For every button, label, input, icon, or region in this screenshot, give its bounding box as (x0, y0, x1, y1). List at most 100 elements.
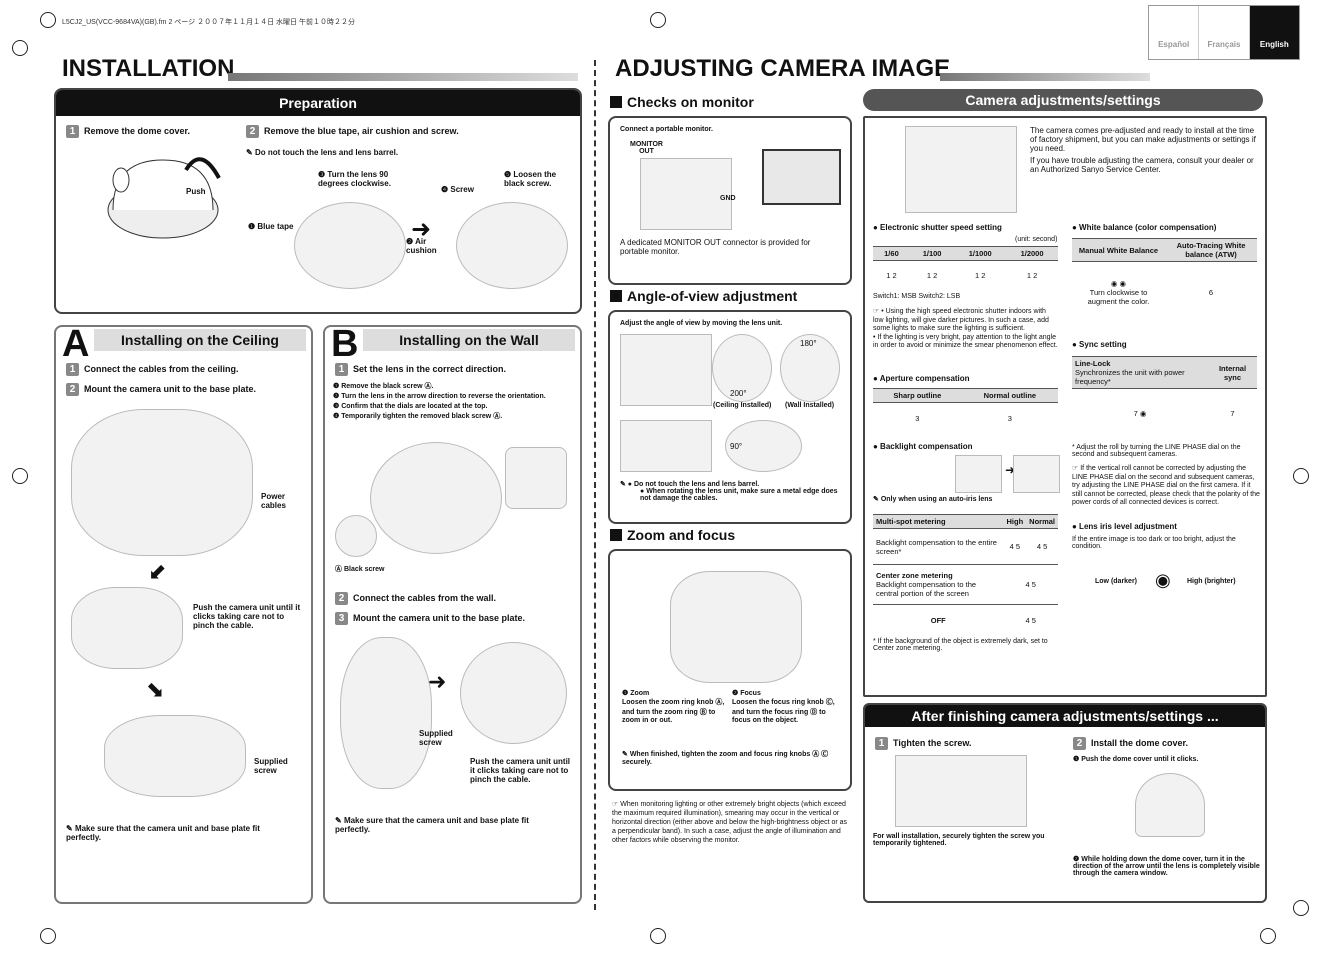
adjusting-title: ADJUSTING CAMERA IMAGE (615, 55, 951, 82)
hand-pointer-icon: ☞ (1072, 465, 1081, 472)
gnd-label: GND (720, 195, 736, 202)
wall-note: ✎ Make sure that the camera unit and bas… (335, 816, 529, 834)
angle-heading: Angle-of-view adjustment (610, 288, 797, 304)
dial-illustration (505, 447, 567, 509)
push-camera-illustration (71, 587, 183, 669)
air-cushion-label: ❷ Air cushion (406, 237, 437, 255)
wb-dial-icon: ◉ ◉ (1110, 279, 1127, 289)
dome-cover-illustration (1135, 773, 1205, 837)
tab-english[interactable]: English (1249, 6, 1299, 59)
crop-mark-icon (40, 928, 56, 944)
square-bullet-icon (610, 96, 622, 108)
wall-installed-label: (Wall Installed) (785, 402, 835, 409)
checks-desc: A dedicated MONITOR OUT connector is pro… (620, 238, 811, 256)
wall-substep: ❸ Confirm that the dials are located at … (333, 403, 488, 410)
iris-desc: If the entire image is too dark or too b… (1072, 536, 1236, 550)
hand-lens-illustration (620, 334, 712, 406)
wall-substep: ❹ Temporarily tighten the removed black … (333, 413, 503, 420)
angle-note: ✎ ● Do not touch the lens and lens barre… (620, 481, 760, 488)
title-underline (940, 73, 1150, 81)
after-push: ❶ Push the dome cover until it clicks. (1073, 756, 1199, 763)
crop-mark-icon (40, 12, 56, 28)
iris-title: ● Lens iris level adjustment (1072, 522, 1177, 531)
tighten-screw-illustration (895, 755, 1027, 827)
blue-tape-label: ❶ Blue tape (248, 222, 294, 231)
shutter-unit: (unit: second) (1015, 236, 1058, 243)
hand-lens-illustration-2 (620, 420, 712, 472)
backlight-before-image (955, 455, 1002, 493)
monitor-illustration (762, 149, 841, 205)
switch-caption: Switch1: MSB Switch2: LSB (873, 293, 961, 300)
ceiling-installed-label: (Ceiling Installed) (713, 402, 772, 409)
connect-label: Connect a portable monitor. (620, 126, 713, 133)
shutter-title: ● Electronic shutter speed setting (873, 223, 1002, 232)
bright-note: ☞ When monitoring lighting or other extr… (612, 801, 848, 844)
square-bullet-icon (610, 290, 622, 302)
wall-substeps: ❶ Remove the black screw Ⓐ. ❷ Turn the l… (333, 382, 573, 422)
after-panel: After finishing camera adjustments/setti… (863, 703, 1267, 903)
iris-high: High (brighter) (1187, 578, 1236, 585)
backlight-footnote: * If the background of the object is ext… (873, 638, 1048, 652)
title-underline (228, 73, 578, 81)
dip-switch: 1 2 (1006, 260, 1058, 291)
crop-mark-icon (1293, 468, 1309, 484)
settings-panel: The camera comes pre-adjusted and ready … (863, 116, 1267, 697)
arrow-right-icon: ➜ (428, 669, 447, 694)
wall-plate-illustration (340, 637, 432, 789)
turn-lens-label: ❸ Turn the lens 90 degrees clockwise. (318, 170, 391, 188)
deg90-label: 90° (730, 442, 743, 451)
loosen-label: ❺ Loosen the black screw. (504, 170, 557, 188)
wall-substep: ❷ Turn the lens in the arrow direction t… (333, 393, 546, 400)
zoom-note: ✎ When finished, tighten the zoom and fo… (622, 751, 829, 766)
lens-illustration (670, 571, 802, 683)
crop-mark-icon (650, 928, 666, 944)
crop-mark-icon (12, 468, 28, 484)
hand-pointer-icon: ☞ (612, 801, 621, 808)
supplied-screw-illustration (104, 715, 246, 797)
connector-illustration (640, 158, 732, 230)
after-hold: ❷ While holding down the dome cover, tur… (1073, 856, 1260, 877)
arrow-right-icon: ➜ (411, 216, 432, 243)
pencil-icon: ✎ (873, 496, 881, 503)
dip-switch: 1 2 (954, 260, 1007, 291)
installation-title: INSTALLATION (62, 55, 235, 82)
wall-angle-illustration (780, 334, 840, 402)
arrow-down-right-icon: ⬊ (146, 677, 165, 702)
checks-panel: Connect a portable monitor. MONITOR OUT … (608, 116, 852, 285)
black-screw-illustration (335, 515, 377, 557)
deg200-label: 200° (730, 389, 747, 398)
angle-panel: Adjust the angle of view by moving the l… (608, 310, 852, 524)
backlight-title: ● Backlight compensation (873, 442, 973, 451)
pencil-icon: ✎ (66, 824, 75, 833)
tab-espanol[interactable]: Español (1149, 6, 1200, 59)
wall-push-text: Push the camera unit until it clicks tak… (470, 757, 571, 784)
arrow-right-icon: ➜ (1005, 463, 1016, 477)
crop-mark-icon (650, 12, 666, 28)
ceiling-note: ✎ Make sure that the camera unit and bas… (66, 824, 260, 842)
tab-francais[interactable]: Français (1199, 6, 1250, 59)
crop-mark-icon (12, 40, 28, 56)
file-header: L5CJ2_US(VCC-9684VA)(GB).fm 2 ページ ２００７年１… (62, 19, 355, 26)
wb-title: ● White balance (color compensation) (1072, 223, 1217, 232)
crop-mark-icon (1293, 900, 1309, 916)
camera-base-illustration (294, 202, 406, 289)
wall-letter: B (331, 323, 359, 365)
hand-pointer-icon: ☞ (873, 308, 882, 315)
sync-note: ☞ If the vertical roll cannot be correct… (1072, 465, 1260, 506)
wall-substep: ❶ Remove the black screw Ⓐ. (333, 383, 434, 390)
camera-top-illustration (905, 126, 1017, 213)
